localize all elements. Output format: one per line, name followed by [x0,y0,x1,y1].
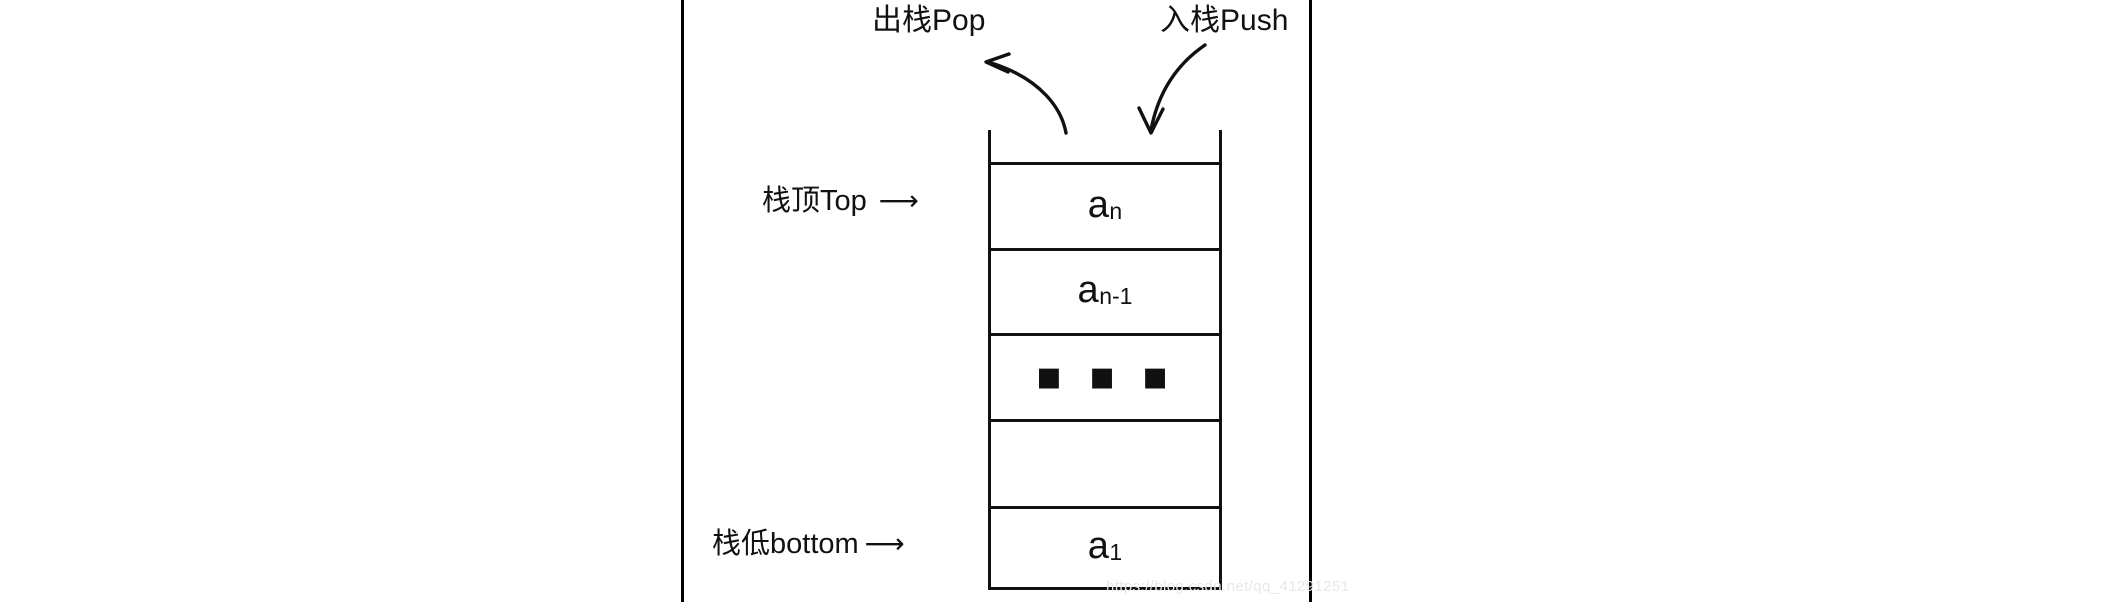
panel-border-left [681,0,684,602]
stack-separator-4 [988,506,1222,509]
stack-bottom-pointer-arrow-icon: ⟶ [864,528,905,559]
stack-cell-an-base: a [1087,183,1110,226]
panel-border-right [1309,0,1312,602]
pop-operation-label: 出栈Pop [872,4,986,37]
push-operation-label: 入栈Push [1160,4,1289,37]
stack-separator-1 [988,248,1222,251]
stack-cell-a1-subscript: 1 [1109,539,1123,565]
stack-cell-empty [988,419,1222,506]
stack-cell-an-subscript: n [1109,197,1123,224]
stack-wall-left [988,130,991,590]
stack-top-pointer: 栈顶Top ⟶ [762,187,919,216]
stack-top-pointer-arrow-icon: ⟶ [878,185,919,216]
stack-bottom-pointer-label: 栈低bottom [712,528,859,560]
pop-arrow-icon [984,52,1068,135]
push-arrow-icon [1137,43,1207,135]
stack-separator-top [988,162,1222,165]
stack-bottom-pointer: 栈低bottom⟶ [712,530,905,559]
stack-cell-ellipsis: ▪ ▪ ▪ [1035,353,1175,399]
watermark: https://blog.csdn.net/qq_41291251 [1106,578,1350,595]
stack-cell-a1-base: a [1087,525,1110,567]
stack-separator-2 [988,333,1222,336]
stack-cell-an-1-base: a [1077,269,1100,311]
stack-top-pointer-label: 栈顶Top [762,185,867,217]
stack-wall-right [1219,130,1222,590]
stack-separator-3 [988,419,1222,422]
stack-bottom-edge [988,587,1222,590]
stack-cell-an-1-subscript: n-1 [1099,283,1133,309]
